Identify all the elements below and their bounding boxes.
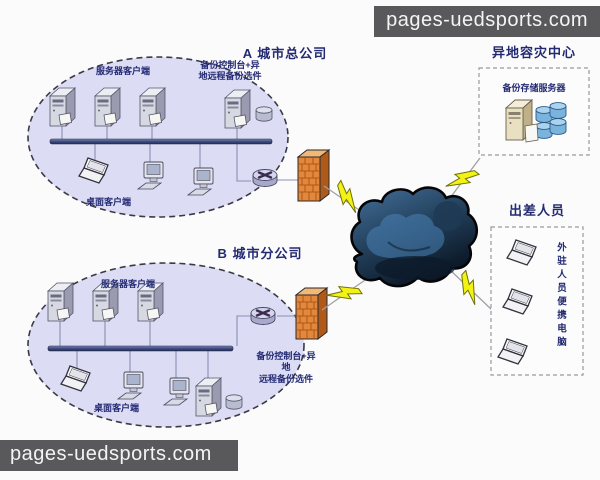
database-icon	[549, 118, 567, 135]
site-a-server-clients-label: 服务器客户端	[96, 66, 151, 76]
backup-storage-server-label: 备份存储服务器	[502, 83, 566, 93]
site-a-router-lines	[236, 128, 298, 182]
backup-console-server-icon	[224, 89, 251, 129]
media-card-icon	[524, 123, 539, 143]
site-a-backup-label-line1: 备份控制台+异	[200, 60, 260, 70]
site-b-server-clients-label: 服务器客户端	[101, 279, 156, 289]
site-a-lan-lines	[61, 126, 201, 170]
database-icon	[549, 102, 567, 119]
site-b-group	[27, 262, 305, 428]
travelers-group	[490, 226, 584, 376]
server-icon	[49, 87, 76, 127]
lightning-icon	[445, 162, 480, 199]
lightning-icon	[452, 269, 489, 306]
site-b-title: B 城市分公司	[217, 246, 303, 261]
database-icon	[225, 394, 243, 410]
router-icon	[251, 168, 279, 188]
server-icon	[94, 87, 121, 127]
site-b-backup-label-line2: 远程备份选件	[258, 373, 313, 384]
server-icon	[139, 87, 166, 127]
site-b-desktop-clients-label: 桌面客户端	[94, 403, 140, 413]
site-b-network-bus	[47, 345, 234, 352]
backup-console-server-icon	[195, 377, 222, 417]
site-a-title: A 城市总公司	[242, 46, 328, 61]
wan-cloud-icon	[350, 186, 479, 288]
site-a-backup-label-line2: 地远程备份选件	[198, 71, 262, 82]
watermark-bottom: pages-uedsports.com	[0, 440, 238, 471]
watermark-top: pages-uedsports.com	[374, 6, 600, 37]
disaster-recovery-box	[478, 67, 590, 156]
disaster-recovery-title: 异地容灾中心	[491, 45, 576, 60]
database-icon	[255, 106, 273, 122]
lightning-icon	[326, 277, 363, 312]
disaster-recovery-group	[478, 67, 590, 156]
travelers-title: 出差人员	[508, 203, 565, 218]
site-b-router-lines	[236, 315, 296, 346]
site-a-network-bus	[49, 138, 273, 145]
travelers-laptops-label: 外驻人员便携电脑	[555, 242, 566, 350]
site-b-backup-label-line1: 备份控制台+异地	[256, 351, 316, 373]
site-a-desktop-clients-label: 桌面客户端	[86, 197, 132, 207]
site-b-lan-lines	[59, 321, 209, 380]
site-a-group	[27, 56, 298, 218]
server-icon	[47, 282, 74, 322]
firewall-icon	[297, 149, 330, 202]
firewall-icon	[295, 287, 328, 340]
router-icon	[249, 306, 277, 326]
